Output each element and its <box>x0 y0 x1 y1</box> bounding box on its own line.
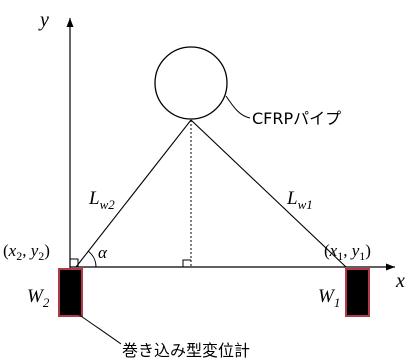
pipe-label: CFRPパイプ <box>252 109 341 128</box>
wire-left <box>75 119 192 268</box>
wire-right <box>190 119 347 268</box>
weight-left-label: W2 <box>27 286 50 310</box>
weight-right <box>345 268 370 317</box>
angle-arc <box>87 250 97 268</box>
point-right-label: (x1, y1) <box>324 241 371 263</box>
angle-label: α <box>98 243 108 262</box>
right-angle-mark-foot <box>182 259 191 267</box>
wire-right-label: Lw1 <box>286 188 313 212</box>
weight-right-label: W1 <box>318 286 340 310</box>
x-axis-label: x <box>395 270 405 292</box>
y-axis-label: y <box>38 9 49 31</box>
pipe-leader-line <box>225 95 251 119</box>
gauge-leader-line <box>77 313 122 345</box>
weight-left <box>58 268 83 317</box>
point-left-label: (x2, y2) <box>3 241 50 263</box>
wire-left-label: Lw2 <box>88 188 115 212</box>
gauge-label: 巻き込み型変位計 <box>122 341 250 360</box>
cfrp-pipe <box>154 46 228 120</box>
right-angle-mark-origin <box>70 258 79 267</box>
